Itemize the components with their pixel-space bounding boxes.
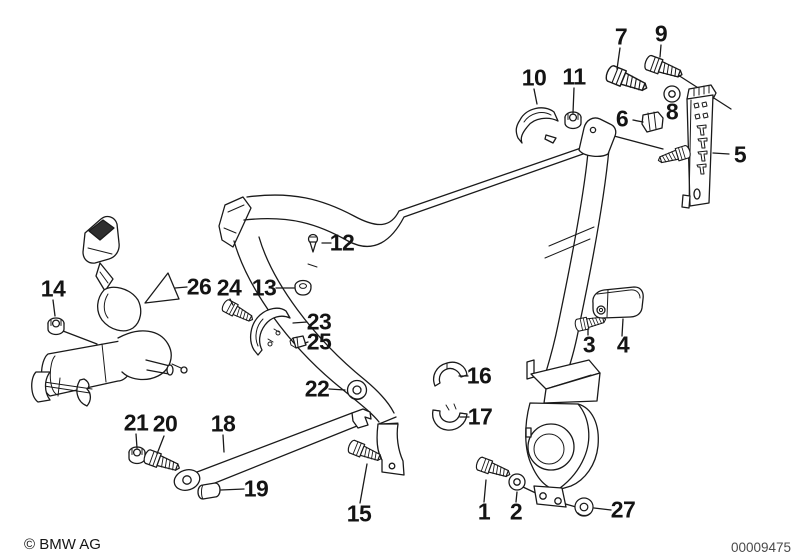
buckle-tensioner-assembly [31, 215, 188, 407]
part-label-23-cover[interactable]: 23 [306, 308, 332, 335]
part-label-2-washer[interactable]: 2 [509, 498, 523, 525]
part-label-11-hex-nut[interactable]: 11 [562, 63, 586, 90]
part-label-12-screw[interactable]: 12 [329, 229, 355, 256]
clip-25 [289, 335, 307, 349]
part-label-8-washer[interactable]: 8 [665, 98, 679, 125]
part-label-19-bushing[interactable]: 19 [243, 475, 269, 502]
part-label-3-socket-head-bolt[interactable]: 3 [582, 331, 596, 358]
part-label-10-cover-cap[interactable]: 10 [521, 64, 547, 91]
cover-23 [249, 307, 291, 356]
part-label-1-socket-head-bolt[interactable]: 1 [477, 498, 491, 525]
part-label-22-grommet[interactable]: 22 [304, 375, 330, 402]
part-label-5-height-adjuster-rail[interactable]: 5 [733, 141, 747, 168]
part-label-6-clip[interactable]: 6 [615, 105, 629, 132]
part-label-18-tie-rod[interactable]: 18 [210, 410, 236, 437]
part-label-27-grommet[interactable]: 27 [610, 496, 636, 523]
part-label-9-shoulder-bolt[interactable]: 9 [654, 20, 668, 47]
grommet-13 [294, 279, 312, 296]
part-label-20-socket-head-bolt[interactable]: 20 [152, 410, 178, 437]
part-label-25-clip[interactable]: 25 [306, 328, 332, 355]
part-label-17-cap-shell[interactable]: 17 [467, 403, 493, 430]
callout-leader-lines [52, 44, 730, 511]
belt-guide-4 [592, 286, 644, 319]
lower-anchor-bracket [376, 422, 405, 476]
part-label-7-socket-head-bolt[interactable]: 7 [614, 23, 628, 50]
part-label-16-cap[interactable]: 16 [466, 362, 492, 389]
cap-shell-17 [431, 403, 468, 431]
part-label-24-socket-head-bolt[interactable]: 24 [216, 274, 242, 301]
bushing-19 [197, 482, 221, 500]
wedge-cover-26 [144, 272, 180, 304]
screw-12 [307, 233, 319, 253]
clip-6 [641, 111, 664, 133]
part-label-4-belt-guide[interactable]: 4 [616, 331, 630, 358]
height-adjuster-rail [655, 84, 717, 209]
part-label-21-hex-nut[interactable]: 21 [123, 409, 149, 436]
cap-16 [432, 361, 468, 387]
document-number: 00009475 [731, 540, 792, 555]
part-label-14-hex-nut[interactable]: 14 [40, 275, 66, 302]
cover-10 [515, 107, 559, 144]
copyright-text: © BMW AG [24, 536, 101, 553]
part-label-13-grommet[interactable]: 13 [251, 274, 277, 301]
seat-belt-webbing [218, 117, 617, 425]
belt-retractor [525, 359, 601, 508]
part-label-15-socket-head-bolt[interactable]: 15 [346, 500, 372, 527]
tie-rod [173, 408, 372, 491]
part-label-26-wedge-cover[interactable]: 26 [186, 273, 212, 300]
